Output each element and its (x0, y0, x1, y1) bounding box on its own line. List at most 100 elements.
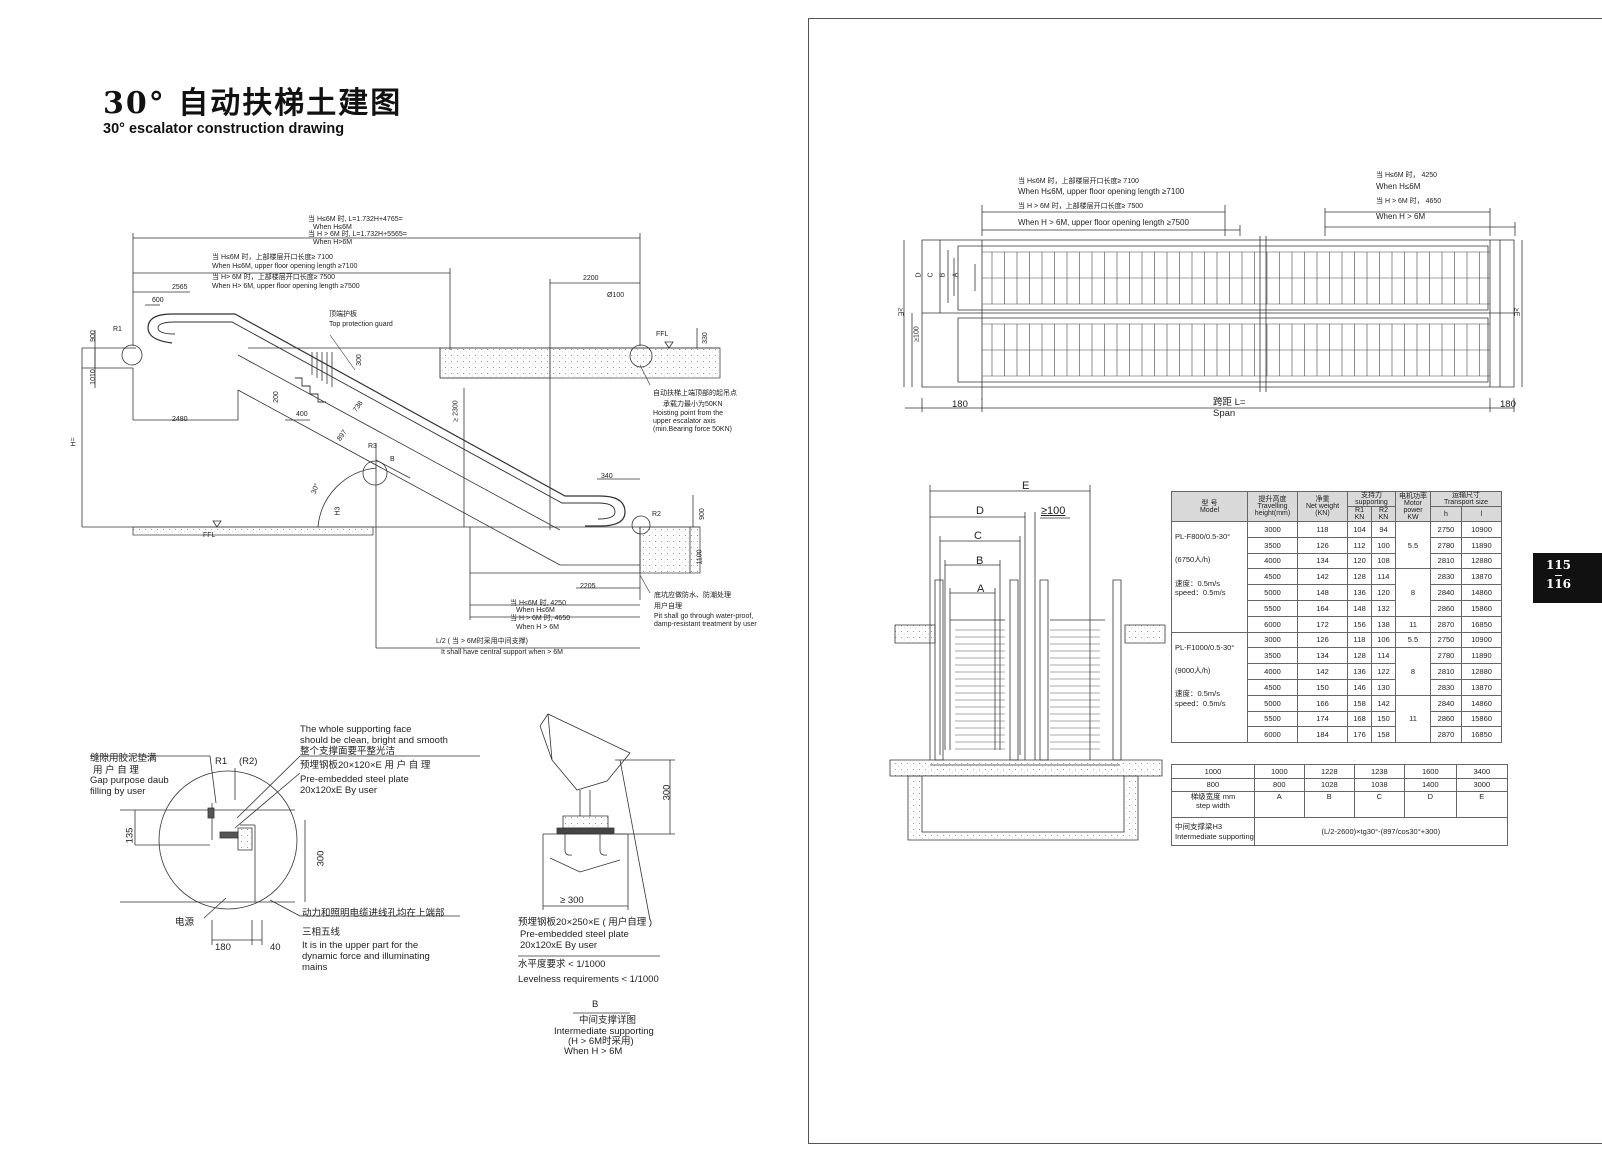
level-note-en: Levelness requirements < 1/1000 (518, 974, 659, 985)
spec-cell: 128 (1347, 647, 1372, 665)
support-detail-en: Intermediate supporting (554, 1026, 654, 1037)
model-speed-en: speed：0.5m/s (1175, 588, 1226, 598)
label-r1-detail: R1 (215, 756, 228, 767)
plan-upper-cn1: 当 H≤6M 时，上部楼层开口长度≥ 7100 (1018, 178, 1139, 185)
spec-cell: 136 (1347, 663, 1372, 680)
spec-cell: 10900 (1461, 631, 1502, 649)
pit-note-cn: 底坑应做防水、防潮处理 (654, 592, 731, 599)
th-l: l (1461, 506, 1502, 522)
spec-cell: 15860 (1461, 599, 1502, 617)
model-capacity: (6750人/h) (1175, 555, 1211, 565)
spec-cell: 150 (1371, 710, 1396, 728)
dim-2200: 2200 (583, 275, 599, 282)
length-note-en1: When H≤6M (313, 224, 352, 231)
spec-cell: 2860 (1430, 599, 1462, 617)
width-cell: 1038 (1353, 777, 1405, 792)
plan-lower-en2: When H > 6M (1376, 212, 1426, 221)
dim-180-detail: 180 (215, 942, 231, 953)
section-view-drawing (890, 485, 1165, 840)
section-label-a: A (977, 583, 985, 595)
th-weight: 净重 Net weight (KN) (1297, 491, 1348, 522)
motor-power-cell: 5.5 (1395, 631, 1431, 649)
dim-2480: 2480 (172, 416, 188, 423)
plan-ge-e-right: ≥E (1512, 307, 1520, 317)
side-elevation-leaders (330, 335, 650, 593)
spec-cell: 4500 (1247, 678, 1298, 696)
lower-note-cn1: 当 H≤6M 时, 4250 (510, 600, 566, 607)
plate-b-cn: 预埋钢板20×250×E ( 用户自理 ) (518, 917, 653, 928)
lower-note-en2: When H > 6M (516, 624, 559, 631)
dim-900-right: 900 (698, 508, 706, 520)
label-b-detail: B (592, 999, 599, 1010)
face-note-en1: The whole supporting face (300, 724, 412, 735)
spec-cell: 2840 (1430, 694, 1462, 712)
central-support-cn: L/2 ( 当 > 6M时采用中间支撑) (436, 638, 528, 645)
plan-letter-c: C (927, 272, 935, 278)
top-guard-cn: 顶端护板 (329, 311, 357, 318)
page-subtitle: 30° escalator construction drawing (103, 121, 345, 137)
width-cell: 1000 (1253, 764, 1305, 779)
model-speed-en: speed：0.5m/s (1175, 698, 1226, 708)
page-number-current: 115 (1545, 558, 1572, 572)
plan-letter-b: B (939, 272, 947, 278)
th-weight-unit: (KN) (1315, 510, 1330, 517)
plan-dim-180-left: 180 (952, 399, 968, 410)
label-r2-detail: (R2) (239, 756, 258, 767)
section-label-ge100: ≥100 (1041, 505, 1066, 517)
th-r2-label: R2 (1379, 507, 1388, 514)
plan-view-drawing (904, 205, 1522, 412)
width-letter: E (1455, 791, 1508, 818)
side-elevation-drawing (82, 233, 720, 648)
plan-letter-d: D (915, 272, 923, 278)
spec-cell: 5000 (1247, 584, 1298, 601)
length-note-en2: When H>6M (313, 239, 353, 246)
spec-cell: 2780 (1430, 647, 1462, 665)
width-cell: 800 (1171, 777, 1255, 792)
width-label-cn: 梯级宽度 mm (1190, 792, 1236, 801)
plate-note-cn: 预埋钢板20×120×E 用 户 自 理 (300, 760, 431, 771)
spec-cell: 2750 (1430, 521, 1462, 538)
th-r1-unit: KN (1354, 514, 1365, 521)
cable-note-en2: dynamic force and illuminating (302, 951, 430, 962)
lower-note-cn2: 当 H > 6M 时, 4650 (510, 615, 571, 622)
spec-cell: 6000 (1247, 615, 1298, 633)
spec-table: 型 号 Model 提升高度 Travelling height(mm) 净重 … (1171, 491, 1502, 744)
motor-power-cell: 8 (1395, 568, 1431, 617)
label-r2: R2 (652, 511, 661, 518)
spec-cell: 11890 (1461, 647, 1502, 665)
dim-1010: 1010 (89, 369, 97, 385)
section-label-b: B (976, 555, 984, 567)
dim-300-side: 300 (355, 354, 363, 366)
spec-cell: 4500 (1247, 568, 1298, 586)
spec-cell: 4000 (1247, 552, 1298, 570)
spec-cell: 174 (1297, 710, 1348, 728)
spec-cell: 176 (1347, 726, 1372, 744)
cable-note-en3: mains (302, 962, 328, 973)
dim-330: 330 (701, 332, 709, 344)
th-transport: 运输尺寸 Transport size (1430, 491, 1502, 507)
spec-cell: 2750 (1430, 631, 1462, 649)
th-height: 提升高度 Travelling height(mm) (1247, 491, 1298, 522)
section-label-d: D (976, 505, 984, 517)
gap-note-en1: Gap purpose daub (90, 775, 169, 786)
spec-cell: 14860 (1461, 584, 1502, 601)
width-cell: 1400 (1403, 777, 1457, 792)
spec-cell: 134 (1297, 647, 1348, 665)
spec-cell: 2830 (1430, 568, 1462, 586)
th-support-en: supporting (1355, 499, 1388, 506)
spec-cell: 12880 (1461, 663, 1502, 680)
dim-340: 340 (601, 473, 613, 480)
motor-power-cell: 8 (1395, 647, 1431, 696)
plan-ge100: ≥100 (913, 326, 921, 342)
spec-cell: 134 (1297, 552, 1348, 570)
label-ffl-top: FFL (656, 331, 669, 338)
